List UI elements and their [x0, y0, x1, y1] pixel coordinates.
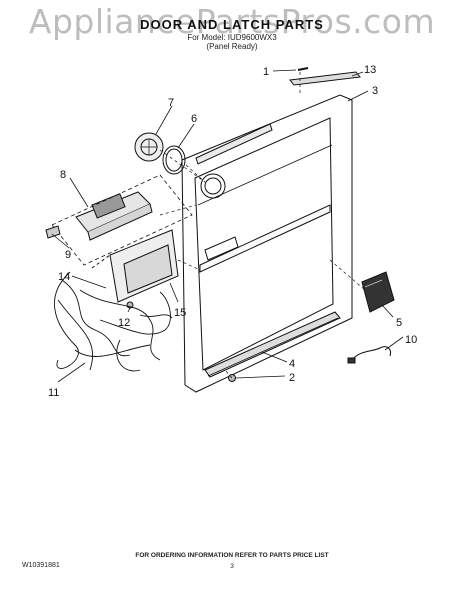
- top-seal-bar: [195, 123, 273, 165]
- callout-15: 15: [174, 307, 186, 319]
- callout-11: 11: [48, 387, 59, 399]
- page-number: 3: [230, 563, 234, 570]
- callout-10: 10: [405, 334, 417, 346]
- top-trim-strip: [289, 71, 361, 86]
- diagram-title: DOOR AND LATCH PARTS: [140, 17, 324, 32]
- door-latch: [361, 271, 395, 313]
- control-knob: [45, 225, 61, 239]
- callout-14: 14: [58, 271, 70, 283]
- callout-2: 2: [289, 372, 295, 384]
- variant-line: (Panel Ready): [206, 42, 258, 51]
- callout-13: 13: [364, 64, 376, 76]
- callout-7: 7: [168, 97, 174, 109]
- wire-harness: [54, 271, 173, 372]
- ordering-note: FOR ORDERING INFORMATION REFER TO PARTS …: [135, 552, 329, 559]
- watermark-text: AppliancePartsPros.com: [28, 2, 436, 41]
- callout-6: 6: [191, 113, 197, 125]
- latch-wire: [351, 346, 391, 361]
- callout-1: 1: [263, 66, 269, 78]
- inner-door-liner: [194, 117, 334, 371]
- callout-8: 8: [60, 169, 66, 181]
- document-number: W10391881: [22, 562, 60, 569]
- callout-3: 3: [372, 85, 378, 97]
- bottom-door-trim: [204, 311, 341, 378]
- callout-4: 4: [289, 358, 295, 370]
- model-line: For Model: IUD9600WX3: [187, 33, 277, 42]
- callout-12: 12: [118, 317, 130, 329]
- dispenser-gasket: [162, 145, 186, 175]
- callout-9: 9: [65, 249, 71, 261]
- callout-5: 5: [396, 317, 402, 329]
- dispenser-opening: [200, 173, 226, 199]
- callout-numbers: 1 2 3 4 5 6 7 8 9 10 11 12 13 14 15: [48, 64, 417, 399]
